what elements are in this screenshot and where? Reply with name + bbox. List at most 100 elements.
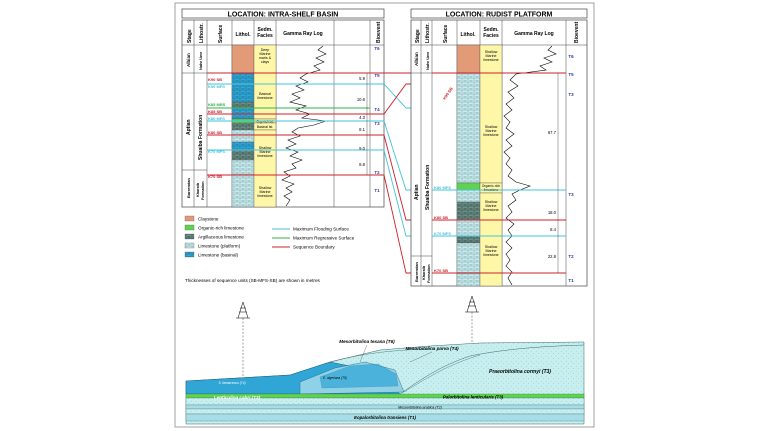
- left-facies-shallow-1-a: Shallow: [259, 146, 272, 150]
- left-bioevent-t1: T1: [374, 188, 380, 193]
- left-facies-shallow-1-c: limestone: [257, 154, 272, 158]
- left-surface-k90-mfs: K90 MFS: [208, 84, 225, 89]
- left-lith-basinal-2: [231, 107, 255, 120]
- right-bioevent-t3b: T3: [568, 192, 574, 197]
- legend-basinal: Limestone (basinal): [198, 253, 239, 258]
- legend-sb: Sequence Boundary: [293, 245, 335, 250]
- left-bioevent-t5: T5: [374, 73, 380, 78]
- right-lith-argil-2: [456, 235, 481, 244]
- legend-argillaceous: Argillaceous limestone: [198, 235, 244, 240]
- corr-k70-mfs: [370, 149, 411, 237]
- legend: Claystone Organic-rich limestone Argilla…: [184, 215, 355, 283]
- right-facies-main-2: Marine: [486, 129, 497, 133]
- legend-organic: Organic-rich limestone: [198, 226, 244, 231]
- right-bioevent-t6: T6: [568, 54, 574, 59]
- left-thickness-1: 5.9: [359, 76, 365, 81]
- right-header-bioevent: Bioevent: [574, 22, 580, 43]
- right-bioevent-t1: T1: [568, 278, 574, 283]
- left-surface-k90-sb: K90 SB: [208, 77, 222, 82]
- right-header-stage: Stage: [415, 29, 421, 43]
- xs-band-t1: [185, 413, 585, 422]
- right-lith-platform-4: [456, 242, 481, 287]
- cross-section: Mesorbitolina texana (T6) Mesorbitolina …: [185, 339, 585, 425]
- legend-mrs: Maximum Regressive Surface: [293, 236, 355, 241]
- left-title: LOCATION: INTRA-SHELF BASIN: [228, 12, 339, 19]
- right-surface-k80-mfs: K80 MFS: [434, 185, 451, 190]
- left-lith-argil-2: [231, 122, 255, 131]
- xs-curve-2: [403, 354, 481, 393]
- xs-curve-1: [399, 344, 585, 395]
- legend-mfs: Maximum Flooding Surface: [293, 227, 349, 232]
- left-formation-kharaib-1: Kharaib: [196, 182, 200, 197]
- correlation-lines: [370, 72, 411, 274]
- left-stage-barremian: Barremian: [186, 178, 191, 198]
- right-title-box: [410, 8, 588, 19]
- xs-lens-inner: [319, 363, 399, 389]
- left-header-stage: Stage: [187, 29, 193, 43]
- left-title-box: [181, 8, 385, 19]
- left-surface-k80-sb: K80 SB: [208, 130, 222, 135]
- left-facies-shallow-2-b: Marine: [260, 190, 271, 194]
- right-surface-k80-sb: K80 SB: [434, 215, 448, 220]
- right-bioevent-t5: T5: [568, 72, 574, 77]
- left-lith-platform-2: [231, 159, 255, 208]
- corr-k80-mfs: [370, 120, 411, 191]
- left-formation-nahr-umr: Nahr Umr: [198, 51, 203, 70]
- right-thickness-3: 8.4: [550, 227, 556, 232]
- left-thickness-6: 8.8: [359, 162, 365, 167]
- left-section: LOCATION: INTRA-SHELF BASIN Stage Lithos…: [181, 8, 385, 208]
- left-lith-claystone: [231, 44, 255, 74]
- right-formation-kharaib-2: Formation: [427, 264, 431, 283]
- left-thickness-3: 4.3: [359, 115, 365, 120]
- left-header-lithol: Lithol.: [236, 32, 252, 38]
- right-facies-mid-1: Shallow: [485, 200, 498, 204]
- right-stage-albian: Albian: [414, 52, 419, 66]
- right-facies-main-3: limestone: [483, 133, 498, 137]
- left-header-facies-1: Sedm.: [257, 27, 273, 33]
- left-surface-k70-mfs: K70 MFS: [208, 149, 225, 154]
- right-facies-top-3: limestone: [483, 58, 498, 62]
- left-header-lithostrat: Lithostr.: [199, 23, 205, 43]
- right-facies-low-1: Shallow: [485, 245, 498, 249]
- left-bioevent-t3: T3: [374, 121, 380, 126]
- right-stage-barremian: Barremian: [414, 262, 419, 282]
- corr-k80-sb: [370, 134, 411, 221]
- left-header-bioevent: Bioevent: [376, 22, 382, 43]
- right-facies-mid-2: Marine: [486, 204, 497, 208]
- left-facies-deep-4: clays: [261, 60, 269, 64]
- right-header-facies-2: Facies: [483, 33, 499, 39]
- xs-label-t5-small: E. algeriana (T5): [323, 376, 347, 380]
- legend-platform: Limestone (platform): [198, 244, 241, 249]
- left-lith-argil-1: [231, 101, 255, 109]
- corr-k85-sb: [370, 83, 411, 115]
- right-header-lithol: Lithol.: [461, 32, 477, 38]
- left-surface-k85-sb: K85 SB: [208, 109, 222, 114]
- right-facies-mid-3: limestone: [483, 208, 498, 212]
- left-thickness-4: 8.1: [359, 127, 365, 132]
- right-formation-nahr-umr: Nahr Umr: [425, 51, 430, 70]
- right-header-surface: Surface: [443, 24, 449, 43]
- right-facies-main-1: Shallow: [485, 125, 498, 129]
- right-facies-low-3: limestone: [483, 253, 498, 257]
- right-bioevent-t3a: T3: [568, 92, 574, 97]
- left-facies-shallow-1-b: Marine: [260, 150, 271, 154]
- xs-label-t4-small: S. farinaceous (T4): [218, 381, 245, 385]
- legend-claystone: Claystone: [198, 217, 219, 222]
- left-surface-k80-mfs: K80 MFS: [208, 116, 225, 121]
- left-facies-deep-3: marls &: [259, 56, 272, 60]
- xs-label-t3-left: Lenticulina cabri (T3): [214, 395, 261, 400]
- right-bioevent-t2: T2: [568, 254, 574, 259]
- xs-band-b: [185, 408, 585, 415]
- left-lith-basinal-3: [231, 141, 255, 151]
- left-surface-k85-mrs: K85 MRS: [208, 102, 226, 107]
- right-header-lithostrat: Lithostr.: [425, 23, 431, 43]
- xs-label-t6: Mesorbitolina texana (T6): [339, 339, 395, 344]
- left-facies-shallow-2-c: limestone: [257, 194, 272, 198]
- xs-label-t1: Eopalorbitolina transiens (T1): [354, 415, 417, 420]
- xs-label-t3-pal: Palorbitolina lenticularis (T3): [443, 395, 504, 400]
- right-surface-k70-mfs: K70 MFS: [434, 231, 451, 236]
- left-bioevent-t6: T6: [374, 46, 380, 51]
- left-facies-shallow-2-a: Shallow: [259, 186, 272, 190]
- right-thickness-2: 18.0: [548, 210, 557, 215]
- right-lith-platform-2: [456, 189, 481, 203]
